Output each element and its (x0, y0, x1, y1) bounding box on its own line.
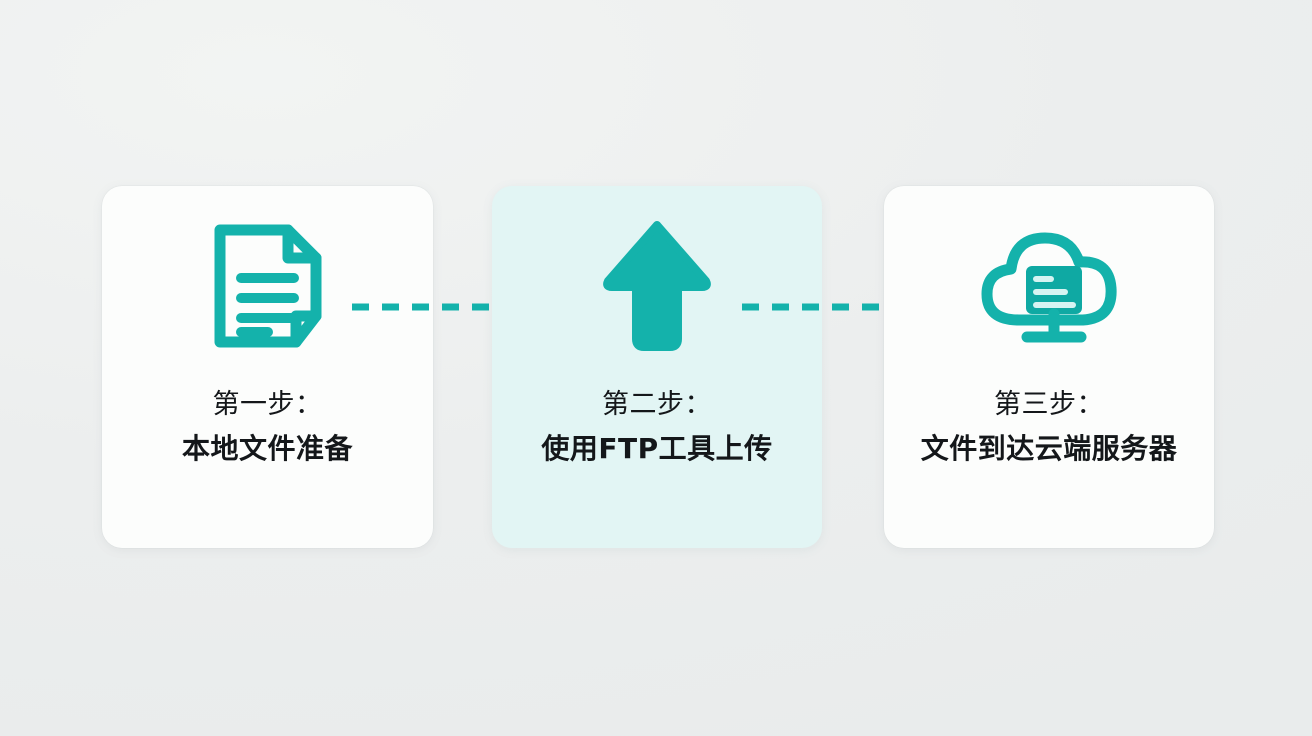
step-card-2[interactable]: 第二步： 使用FTP工具上传 (492, 186, 822, 548)
step-2-labels: 第二步： 使用FTP工具上传 (492, 386, 822, 469)
step-3-labels: 第三步： 文件到达云端服务器 (884, 386, 1214, 469)
cloud-server-icon (981, 232, 1117, 343)
step-1-detail: 本地文件准备 (181, 432, 353, 466)
step-3-title: 第三步： (994, 389, 1104, 420)
upload-arrow-icon (603, 221, 711, 351)
step-2-title: 第二步： (602, 389, 712, 420)
step-2-detail: 使用FTP工具上传 (541, 432, 773, 466)
step-3-icon-wrap (884, 186, 1214, 386)
step-card-3[interactable]: 第三步： 文件到达云端服务器 (884, 186, 1214, 548)
step-1-icon-wrap (102, 186, 433, 386)
document-file-icon (214, 224, 321, 348)
step-3-detail: 文件到达云端服务器 (920, 432, 1178, 466)
step-card-1[interactable]: 第一步： 本地文件准备 (102, 186, 433, 548)
step-1-labels: 第一步： 本地文件准备 (102, 386, 433, 469)
step-1-title: 第一步： (212, 389, 323, 420)
step-2-icon-wrap (492, 186, 822, 386)
